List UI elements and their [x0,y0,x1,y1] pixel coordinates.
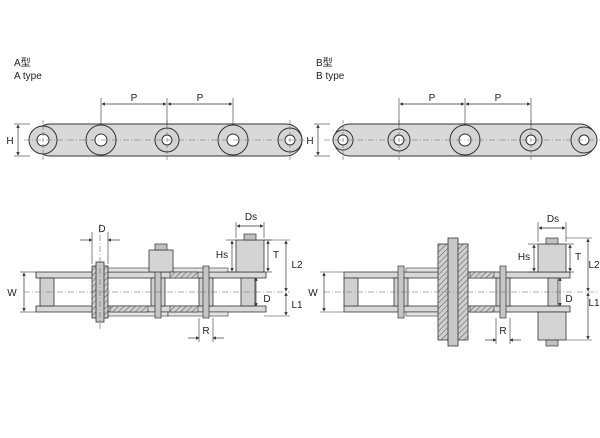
b-hs-label: Hs [518,252,530,263]
a-d-roller-label: D [263,294,270,305]
b-top-view: W Ds Hs T L2 L1 D [308,214,600,347]
a-ds-label: Ds [245,212,257,223]
b-l2-label: L2 [588,260,600,271]
type-b-title-en: B type [316,71,345,82]
a-hs-label: Hs [216,250,228,261]
a-side-view: P P H [6,93,310,160]
a-t-label: T [273,250,279,261]
b-t-label: T [575,252,581,263]
a-p-label-2: P [197,93,204,104]
a-h-label: H [6,136,13,147]
type-a-title-en: A type [14,71,42,82]
a-r-label: R [202,326,209,337]
b-side-view: P P H [306,93,600,160]
a-top-view: D W Ds Hs T L2 L1 [7,212,303,342]
b-w-label: W [308,288,318,299]
type-a-title-cn: A型 [14,58,31,69]
b-p-label-2: P [495,93,502,104]
a-l2-label: L2 [291,260,303,271]
a-l1-label: L1 [291,300,303,311]
type-b-title-cn: B型 [316,58,333,69]
b-d-roller-label: D [565,294,572,305]
b-r-label: R [499,326,506,337]
a-p-label-1: P [131,93,138,104]
b-ds-label: Ds [547,214,559,225]
b-p-label-1: P [429,93,436,104]
a-w-label: W [7,288,17,299]
a-d-pin-label: D [98,224,105,235]
b-h-label: H [306,136,313,147]
b-l1-label: L1 [588,298,600,309]
